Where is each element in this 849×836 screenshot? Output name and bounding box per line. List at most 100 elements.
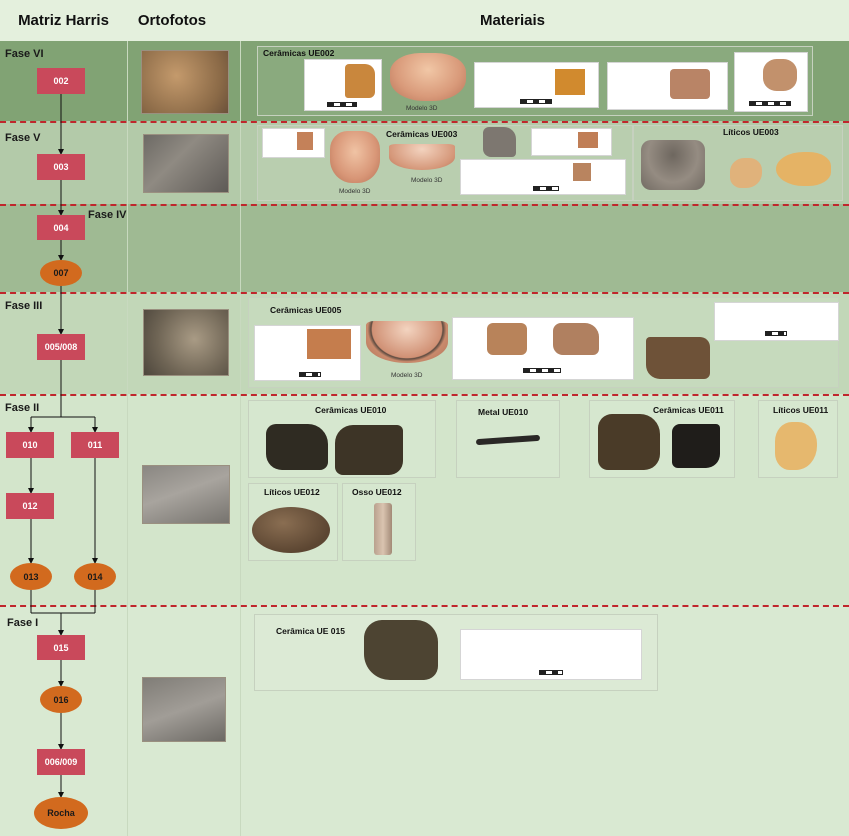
ortofoto-fase-iii [143, 309, 229, 376]
label-osso-ue012: Osso UE012 [352, 487, 402, 497]
ceramic-drawing-card [474, 62, 599, 108]
scale-bar [749, 101, 791, 106]
phase-label-iii: Fase III [5, 300, 43, 312]
caption-modelo-3d: Modelo 3D [411, 177, 443, 184]
harris-node-005-008[interactable]: 005/008 [37, 334, 85, 360]
harris-node-002[interactable]: 002 [37, 68, 85, 94]
harris-node-010[interactable]: 010 [6, 432, 54, 458]
label-ceramicas-ue010: Cerâmicas UE010 [315, 405, 387, 415]
harris-node-012[interactable]: 012 [6, 493, 54, 519]
ceramic-sherd [297, 132, 313, 150]
ceramic-sherd [487, 323, 527, 355]
vessel-3d-model [330, 131, 380, 183]
label-ceramicas-ue003: Cerâmicas UE003 [386, 129, 458, 139]
ortofoto-fase-v [143, 134, 229, 193]
ceramic-sherd [345, 64, 375, 98]
scale-bar [327, 102, 357, 107]
ortofoto-fase-i [142, 677, 226, 742]
harris-node-011[interactable]: 011 [71, 432, 119, 458]
harris-node-013[interactable]: 013 [10, 563, 52, 590]
ceramic-sherd [307, 329, 351, 359]
lithic-flake [775, 422, 817, 470]
scale-bar [520, 99, 552, 104]
phase-label-iv: Fase IV [88, 209, 127, 221]
ceramic-drawing-card [460, 629, 642, 680]
harris-node-016[interactable]: 016 [40, 686, 82, 713]
phase-divider [0, 605, 849, 607]
column-separator [240, 12, 241, 836]
lithic-flake [776, 152, 831, 186]
header-ortofotos: Ortofotos [127, 0, 217, 41]
label-liticos-ue011: Líticos UE011 [773, 405, 829, 415]
ortofoto-fase-vi [141, 50, 229, 114]
label-liticos-ue012: Líticos UE012 [264, 487, 320, 497]
caption-modelo-3d: Modelo 3D [391, 372, 423, 379]
header-matriz-harris: Matriz Harris [0, 0, 127, 41]
harris-node-014[interactable]: 014 [74, 563, 116, 590]
ceramic-sherd [553, 323, 599, 355]
label-ceramicas-ue002: Cerâmicas UE002 [263, 48, 335, 58]
lithic-pebble [252, 507, 330, 553]
harris-node-007[interactable]: 007 [40, 260, 82, 286]
ceramic-sherd [646, 337, 710, 379]
phase-label-v: Fase V [5, 132, 41, 144]
ceramic-sherd [670, 69, 710, 99]
phase-label-vi: Fase VI [5, 48, 44, 60]
ceramic-sherd [266, 424, 328, 470]
label-liticos-ue003: Líticos UE003 [723, 127, 779, 137]
scale-bar [539, 670, 563, 675]
label-ceramicas-ue005: Cerâmicas UE005 [270, 305, 342, 315]
scale-bar [533, 186, 559, 191]
harris-node-004[interactable]: 004 [37, 215, 85, 240]
ceramic-sherd [672, 424, 720, 468]
phase-divider [0, 121, 849, 123]
ceramic-drawing-card [531, 128, 612, 156]
phase-divider [0, 394, 849, 396]
bowl-3d-model [366, 321, 448, 363]
ceramic-drawing-card [734, 52, 808, 112]
caption-modelo-3d: Modelo 3D [406, 105, 438, 112]
ceramic-sherd [573, 163, 591, 181]
phase-label-ii: Fase II [5, 402, 40, 414]
panel-metal-ue010 [456, 400, 560, 478]
harris-node-006-009[interactable]: 006/009 [37, 749, 85, 775]
label-metal-ue010: Metal UE010 [478, 407, 529, 417]
scale-bar [765, 331, 787, 336]
lithic-grinding-stone [641, 140, 705, 190]
ceramic-drawing-card [254, 325, 361, 381]
ceramic-drawing-card [452, 317, 634, 380]
harris-node-003[interactable]: 003 [37, 154, 85, 180]
ceramic-sherd [578, 132, 598, 148]
ceramic-drawing-card [460, 159, 626, 195]
band-fase-iv [0, 204, 849, 292]
phase-label-i: Fase I [7, 617, 39, 629]
ceramic-drawing-card [607, 62, 728, 110]
bone-fragment [374, 503, 392, 555]
label-ceramica-ue015: Cerâmica UE 015 [276, 626, 345, 636]
caption-modelo-3d: Modelo 3D [339, 188, 371, 195]
lithic-flake [730, 158, 762, 188]
ceramic-drawing-card [714, 302, 839, 341]
harris-node-015[interactable]: 015 [37, 635, 85, 660]
label-ceramicas-ue011: Cerâmicas UE011 [653, 405, 724, 415]
phase-divider [0, 292, 849, 294]
ceramic-sherd [763, 59, 797, 91]
vessel-3d-model [390, 53, 466, 101]
ceramic-drawing-card [262, 128, 325, 158]
phase-divider [0, 204, 849, 206]
scale-bar [523, 368, 561, 373]
ceramic-sherd [483, 127, 516, 157]
ceramic-sherd [555, 69, 585, 95]
ceramic-drawing-card [304, 59, 382, 111]
header-materiais: Materiais [240, 0, 785, 41]
column-separator [127, 12, 128, 836]
ortofoto-fase-ii [142, 465, 230, 524]
ceramic-sherd [364, 620, 438, 680]
ceramic-sherd [335, 425, 403, 475]
harris-node-rocha[interactable]: Rocha [34, 797, 88, 829]
bowl-3d-model [389, 144, 455, 170]
scale-bar [299, 372, 321, 377]
ceramic-sherd [598, 414, 660, 470]
